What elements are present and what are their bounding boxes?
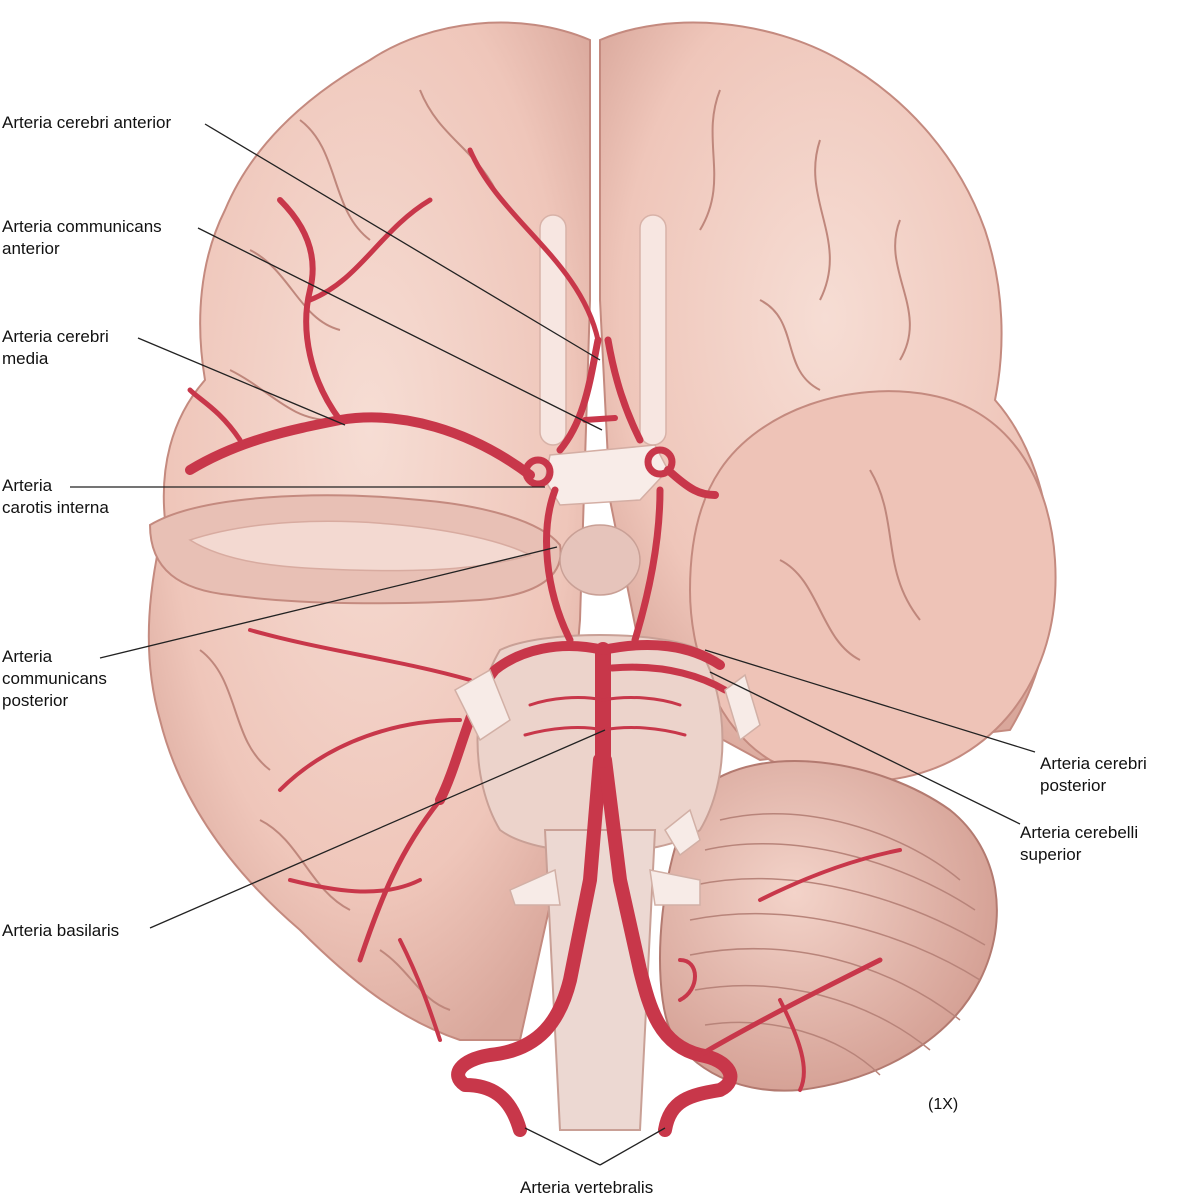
leader-lines [70,123,1036,1166]
gyri [199,89,921,1011]
olfactory-tract-right [639,214,667,446]
olfactory-tract-left [539,214,567,446]
middle-cerebral-left-branch1 [277,197,343,423]
vertebral-artery-left [451,753,607,1137]
label-arteria-cerebri-media: Arteria cerebri media [2,327,109,368]
left-temporal-white-matter [188,520,533,572]
posterior-communicating-right [631,486,664,644]
anterior-cerebral-right [604,336,644,444]
mammillary-body [559,524,641,596]
cranial-nerves [454,668,761,906]
leader-vertebralis-left [524,1127,601,1166]
posterior-cerebral-right [598,640,725,670]
anterior-communicating [582,415,618,423]
right-temporal-lobe [688,390,1057,783]
internal-carotid-right [644,446,676,478]
posterior-cerebral-left [435,641,608,805]
leader-cerebri-anterior [204,123,601,361]
posterior-communicating-left [543,486,574,644]
label-arteria-carotis-interna: Arteria carotis interna [2,476,109,517]
label-arteria-cerebri-posterior: Arteria cerebri posterior [1040,754,1147,795]
leader-cerebri-media [137,337,346,426]
label-arteria-vertebralis: Arteria vertebralis [520,1178,654,1197]
arteries [185,147,902,1137]
label-arteria-cerebelli-superior: Arteria cerebelli superior [1020,823,1139,864]
anterior-cerebral-branches [467,147,601,343]
label-arteria-communicans-anterior: Arteria communicans anterior [2,217,162,258]
middle-cerebral-left-branch3 [187,387,243,443]
label-arteria-communicans-posterior: Arteria communicans posterior [2,647,107,710]
leader-vertebralis-right [599,1127,666,1166]
label-arteria-cerebri-anterior: Arteria cerebri anterior [2,113,172,132]
middle-cerebral-right [664,466,719,499]
superior-cerebellar-right [608,663,729,694]
leader-cerebri-posterior [704,649,1036,753]
vertebral-artery-right [598,753,738,1137]
cerebellum-folia [689,813,986,1076]
leader-cerebelli-superior [709,671,1021,825]
label-arteria-basilaris: Arteria basilaris [2,921,120,940]
anterior-cerebral-left [556,336,602,454]
leader-communicans-anterior [197,227,603,431]
magnification-label: (1X) [928,1096,959,1113]
leader-basilaris [149,729,606,929]
leader-communicans-posterior [99,546,558,659]
